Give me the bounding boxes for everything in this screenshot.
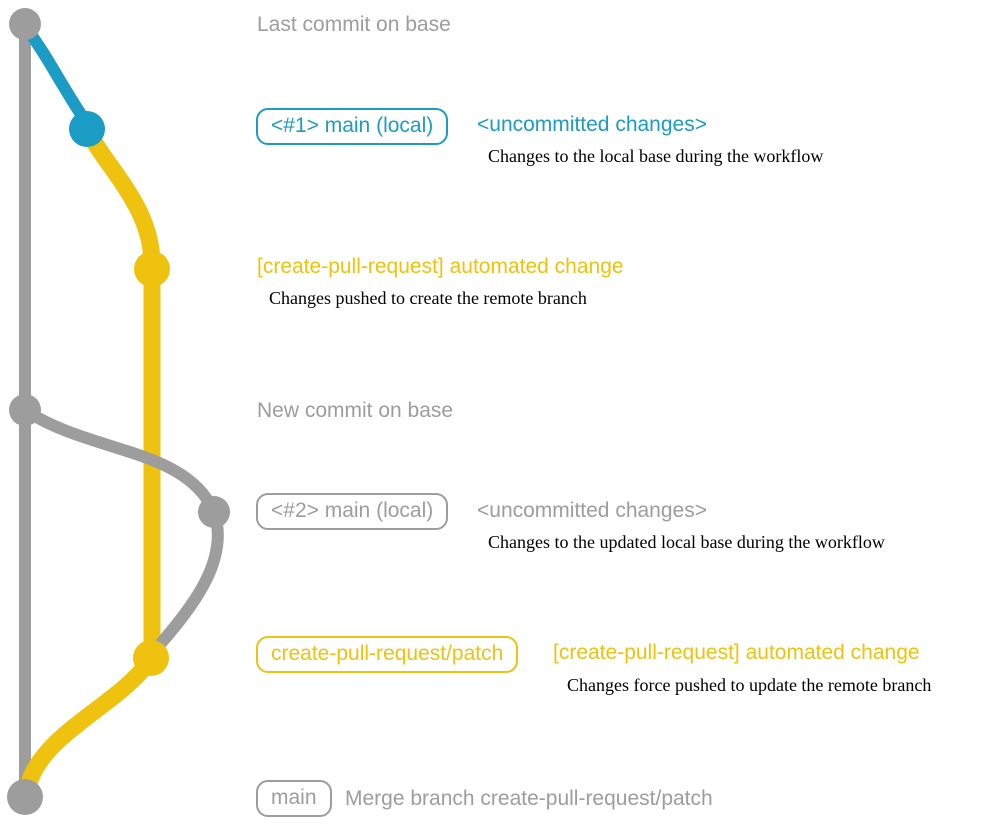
step1-description: Changes to the local base during the wor… bbox=[488, 146, 824, 166]
step4-description: Changes force pushed to update the remot… bbox=[567, 675, 932, 695]
branch-badge-create-pull-request-patch: create-pull-request/patch bbox=[256, 636, 519, 674]
commit-dot-last-base bbox=[9, 8, 41, 40]
step1-heading: <uncommitted changes> bbox=[477, 113, 707, 136]
step3-heading: <uncommitted changes> bbox=[477, 499, 707, 522]
branch-badge-main-local-1: <#1> main (local) bbox=[256, 108, 449, 146]
commit-dot-automated-change-1 bbox=[134, 251, 170, 287]
commit-dot-automated-change-2 bbox=[133, 640, 169, 676]
last-commit-label: Last commit on base bbox=[257, 13, 451, 36]
merge-commit-label: Merge branch create-pull-request/patch bbox=[345, 787, 713, 810]
new-commit-label: New commit on base bbox=[257, 399, 454, 422]
branch-curve-main-local-2-to-patch bbox=[149, 509, 224, 656]
commit-dot-new-base bbox=[9, 394, 41, 426]
branch-badge-main: main bbox=[256, 780, 332, 818]
branch-curve-base-to-main-local-2 bbox=[19, 404, 216, 510]
step2-description: Changes pushed to create the remote bran… bbox=[269, 288, 587, 308]
commit-dot-main-local-2 bbox=[198, 496, 230, 528]
step4-heading: [create-pull-request] automated change bbox=[553, 641, 920, 664]
branch-badge-main-local-2: <#2> main (local) bbox=[256, 493, 449, 531]
commit-dot-merge bbox=[7, 779, 43, 815]
step3-description: Changes to the updated local base during… bbox=[488, 532, 885, 552]
branch-curve-main-local-1 bbox=[19, 20, 92, 128]
commit-dot-main-local-1 bbox=[69, 111, 105, 147]
step2-heading: [create-pull-request] automated change bbox=[257, 255, 624, 278]
